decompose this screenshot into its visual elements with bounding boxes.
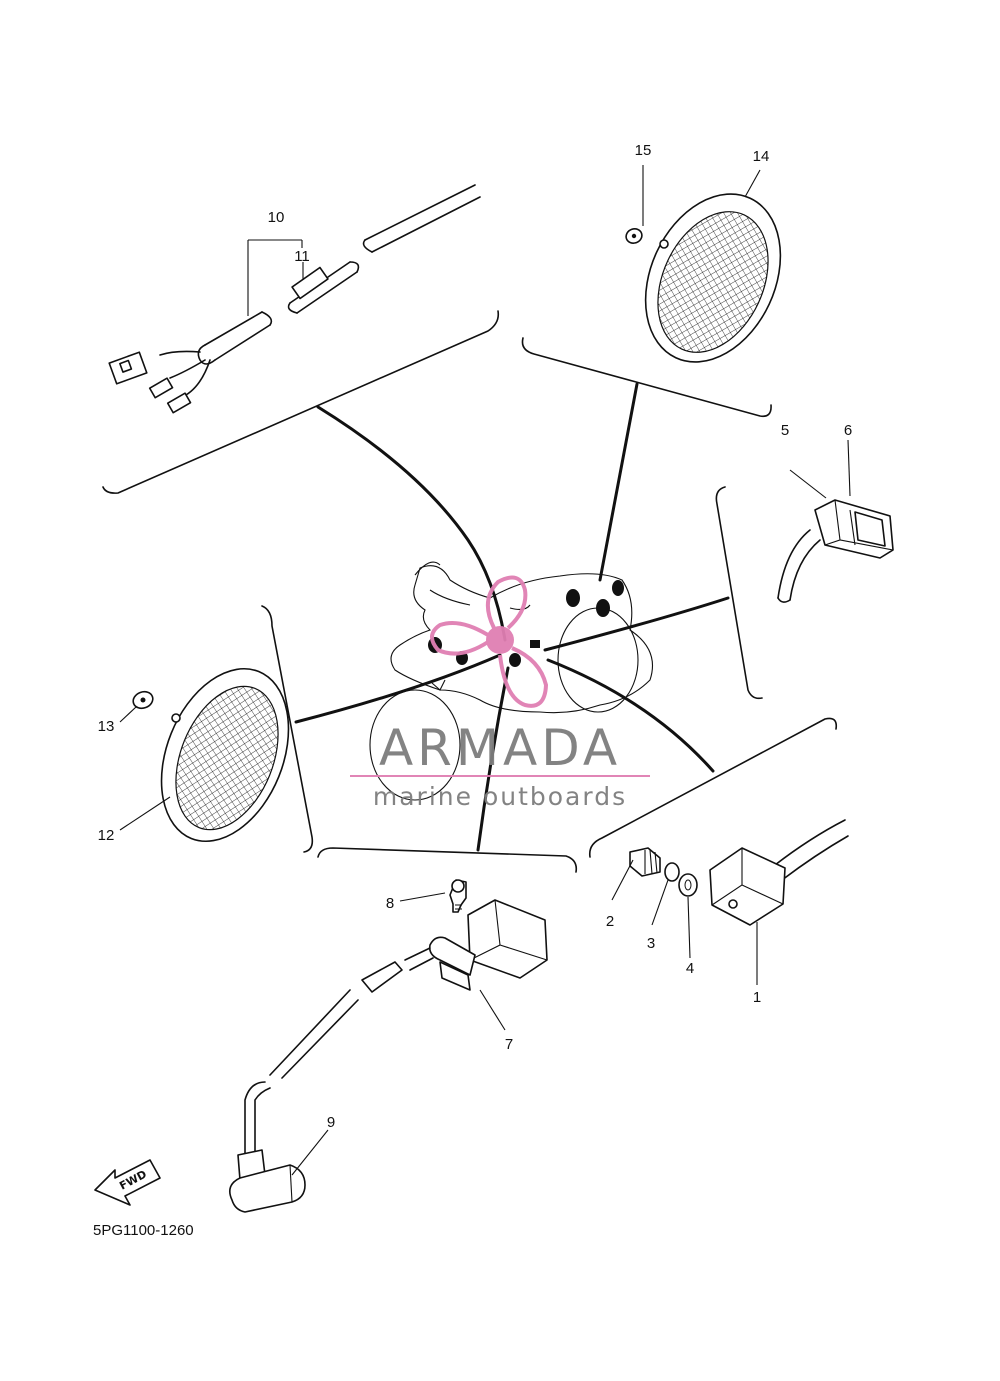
callout-7: 7 (505, 1036, 513, 1053)
callout-12: 12 (98, 827, 115, 844)
fwd-arrow-icon: FWD (94, 1159, 161, 1206)
callout-13: 13 (98, 718, 115, 735)
diagram-part-code: 5PG1100-1260 (93, 1222, 194, 1239)
callout-1: 1 (753, 989, 761, 1006)
propeller-logo (430, 575, 549, 708)
leader-lines (294, 382, 730, 852)
callout-4: 4 (686, 960, 694, 977)
panel-outlines (102, 310, 838, 873)
callout-6: 6 (844, 422, 852, 439)
part-cdi-unit (611, 819, 849, 985)
part-wire-harness (108, 184, 481, 414)
part-connector (777, 439, 894, 603)
callout-8: 8 (386, 895, 394, 912)
callout-15: 15 (635, 142, 652, 159)
callout-10: 10 (268, 209, 285, 226)
callout-3: 3 (647, 935, 655, 952)
callout-14: 14 (753, 148, 770, 165)
callout-2: 2 (606, 913, 614, 930)
watermark: ARMADA marine outboards (350, 575, 650, 811)
watermark-tagline: marine outboards (373, 782, 627, 811)
callout-labels: 1 2 3 4 5 6 7 8 9 10 11 12 13 14 15 (98, 142, 853, 1131)
part-reflector-large (625, 165, 782, 363)
part-reflector-small (119, 667, 290, 843)
callout-9: 9 (327, 1114, 335, 1131)
callout-5: 5 (781, 422, 789, 439)
callout-11: 11 (294, 248, 310, 265)
part-ignition-coil (229, 879, 548, 1213)
watermark-brand: ARMADA (379, 719, 621, 777)
